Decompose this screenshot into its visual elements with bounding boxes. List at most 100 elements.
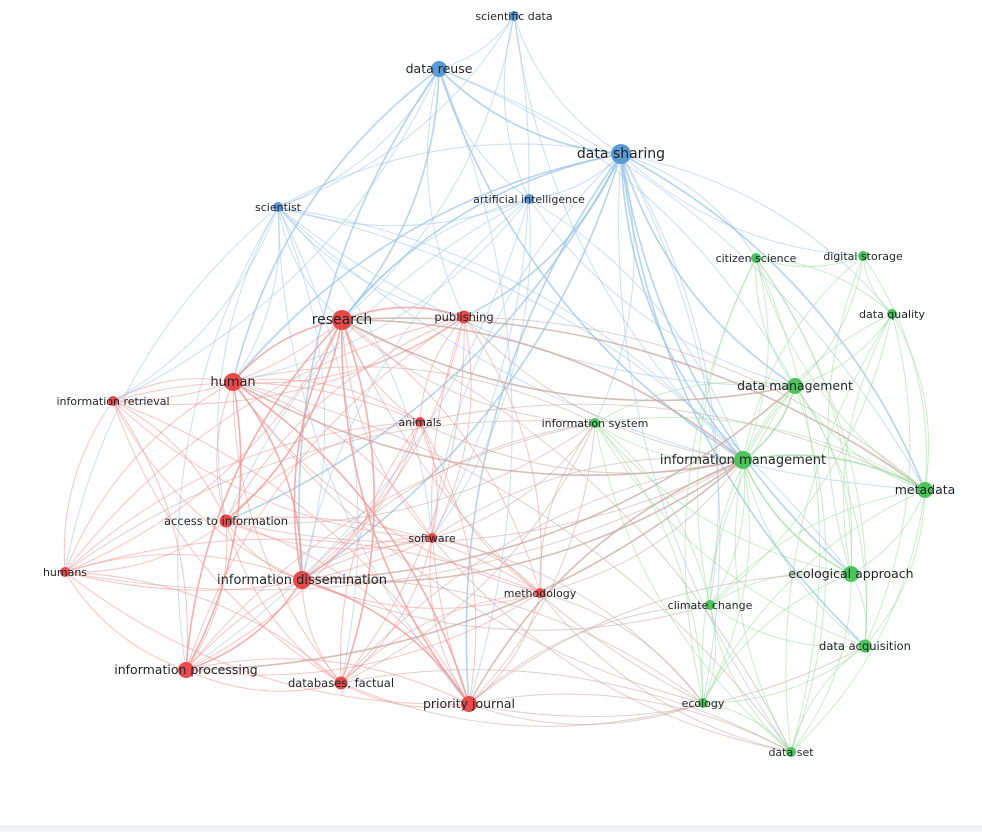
edge-scientific-data-artificial-intelligence: [503, 15, 530, 200]
edge-humans-information-system: [64, 420, 596, 573]
edge-artificial-intelligence-information-management: [528, 198, 744, 461]
edge-research-databases-factual: [340, 319, 375, 684]
edge-data-management-information-management: [742, 385, 796, 461]
node-information-dissemination[interactable]: [293, 571, 311, 589]
node-data-sharing[interactable]: [611, 144, 631, 164]
edge-information-retrieval-access-to-information: [112, 400, 227, 522]
edge-scientific-data-information-management: [513, 15, 744, 461]
edge-scientific-data-data-reuse: [438, 15, 515, 70]
node-digital-storage[interactable]: [858, 251, 868, 261]
label-information-retrieval: information retrieval: [57, 395, 170, 408]
node-information-retrieval[interactable]: [108, 396, 118, 406]
edge-animals-information-dissemination: [301, 421, 421, 581]
edge-metadata-ecological-approach: [850, 489, 926, 575]
label-metadata: metadata: [895, 482, 956, 497]
edge-humans-databases-factual: [64, 571, 342, 684]
label-human: human: [210, 375, 255, 390]
edge-human-data-set: [232, 381, 792, 753]
edge-human-priority-journal: [232, 381, 470, 705]
label-scientist: scientist: [255, 201, 302, 214]
node-information-processing[interactable]: [178, 662, 194, 678]
node-priority-journal[interactable]: [461, 696, 477, 712]
edge-human-animals: [232, 378, 421, 423]
edge-access-to-information-methodology: [225, 516, 541, 594]
node-research[interactable]: [332, 310, 352, 330]
edge-data-sharing-data-management: [620, 153, 796, 387]
node-ecological-approach[interactable]: [843, 566, 859, 582]
label-ecology: ecology: [682, 697, 725, 710]
node-data-reuse[interactable]: [431, 61, 447, 77]
edge-methodology-databases-factual: [340, 592, 541, 684]
edge-data-management-climate-change: [709, 385, 796, 606]
edge-research-ecology: [341, 319, 704, 704]
edge-research-methodology: [341, 319, 541, 594]
edge-data-quality-data-management: [794, 313, 893, 387]
edge-publishing-priority-journal: [431, 316, 470, 705]
label-humans: humans: [43, 566, 87, 579]
node-scientist[interactable]: [273, 202, 283, 212]
edge-metadata-climate-change: [709, 489, 926, 606]
label-data-sharing: data sharing: [577, 146, 665, 162]
node-databases-factual[interactable]: [334, 676, 348, 690]
node-access-to-information[interactable]: [219, 514, 233, 528]
edge-information-system-metadata: [594, 416, 926, 491]
edge-climate-change-data-set: [709, 604, 792, 753]
edge-data-sharing-digital-storage: [620, 153, 864, 257]
edge-scientist-information-management: [277, 206, 744, 461]
node-publishing[interactable]: [457, 310, 471, 324]
node-scientific-data[interactable]: [509, 11, 519, 21]
node-animals[interactable]: [415, 417, 425, 427]
label-citizen-science: citizen science: [716, 252, 797, 265]
node-data-management[interactable]: [787, 378, 803, 394]
node-humans[interactable]: [60, 567, 70, 577]
edge-information-system-ecology: [594, 422, 704, 704]
label-access-to-information: access to information: [164, 514, 288, 528]
edge-artificial-intelligence-human: [232, 198, 530, 383]
node-metadata[interactable]: [917, 482, 933, 498]
edge-humans-priority-journal: [64, 571, 470, 705]
node-citizen-science[interactable]: [751, 253, 761, 263]
edge-citizen-science-information-management: [742, 257, 769, 461]
edges-layer: [63, 15, 930, 753]
edge-data-sharing-scientist: [277, 143, 622, 208]
edge-data-reuse-data-management: [438, 68, 796, 387]
node-climate-change[interactable]: [705, 600, 715, 610]
label-digital-storage: digital storage: [823, 250, 903, 263]
edge-publishing-information-dissemination: [301, 316, 465, 581]
node-information-system[interactable]: [590, 418, 600, 428]
edge-human-humans: [64, 381, 234, 573]
node-data-acquisition[interactable]: [858, 639, 872, 653]
edge-data-sharing-metadata: [620, 153, 926, 491]
node-human[interactable]: [224, 373, 242, 391]
edge-data-quality-information-management: [742, 313, 893, 461]
node-data-quality[interactable]: [887, 309, 897, 319]
edge-human-access-to-information: [216, 381, 234, 522]
edge-ecological-approach-ecology: [702, 573, 852, 704]
edge-data-sharing-software: [431, 153, 622, 539]
edge-information-system-ecological-approach: [594, 422, 852, 575]
node-ecology[interactable]: [698, 698, 708, 708]
edge-publishing-software: [431, 316, 472, 539]
edge-metadata-ecology: [702, 489, 926, 704]
edge-information-dissemination-priority-journal: [301, 579, 470, 705]
edge-databases-factual-data-set: [340, 669, 792, 753]
edge-scientist-information-retrieval: [112, 206, 279, 402]
nodes-layer: [60, 11, 933, 757]
edge-information-dissemination-information-processing: [185, 579, 303, 671]
edge-data-sharing-publishing: [463, 153, 622, 318]
node-data-set[interactable]: [786, 747, 796, 757]
edge-humans-methodology: [64, 538, 541, 594]
edge-data-reuse-metadata: [438, 68, 926, 491]
edge-artificial-intelligence-software: [431, 198, 531, 539]
node-information-management[interactable]: [734, 451, 752, 469]
edge-artificial-intelligence-research: [341, 198, 530, 321]
node-artificial-intelligence[interactable]: [524, 194, 534, 204]
edge-access-to-information-information-processing: [185, 520, 228, 671]
edge-human-information-system: [232, 366, 596, 424]
edge-digital-storage-information-management: [742, 255, 864, 461]
edge-publishing-animals: [419, 316, 465, 423]
edge-software-priority-journal: [429, 537, 470, 705]
edge-scientific-data-scientist: [277, 15, 515, 208]
node-methodology[interactable]: [535, 588, 545, 598]
node-software[interactable]: [427, 533, 437, 543]
